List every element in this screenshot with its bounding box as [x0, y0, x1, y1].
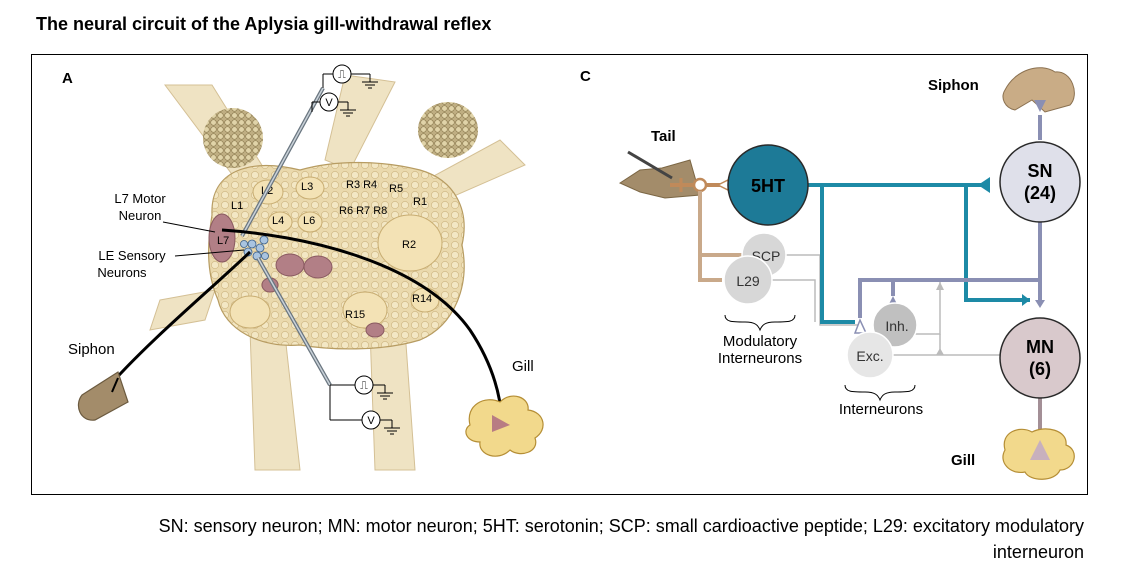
- cell-r2: [377, 214, 443, 272]
- figure-frame: [31, 54, 1088, 495]
- node-mn-label: MN: [1026, 337, 1054, 357]
- panel-c: C Tail: [580, 67, 1081, 480]
- label-l7-motor-line1: L7 Motor: [114, 191, 166, 206]
- label-c-siphon: Siphon: [928, 77, 979, 94]
- label-a-gill: Gill: [512, 358, 534, 375]
- label-r5: R5: [389, 183, 403, 195]
- node-sn-count: (24): [1024, 183, 1056, 203]
- label-r3r4: R3 R4: [346, 179, 377, 191]
- brace-modulatory: [724, 314, 796, 332]
- node-5ht: [727, 144, 809, 226]
- siphon-illustration-a: [77, 371, 129, 421]
- pointer-l7: [162, 221, 216, 233]
- recording-apparatus-upper: [311, 64, 378, 117]
- label-l7-motor-line2: Neuron: [119, 208, 162, 223]
- voltmeter-icon-upper: V: [325, 97, 333, 109]
- node-sn: [999, 141, 1081, 223]
- label-c-gill: Gill: [951, 452, 975, 469]
- cell-red-1: [275, 253, 305, 277]
- sensory-neuron-pathways: [858, 115, 1042, 318]
- pointer-le: [174, 249, 245, 257]
- cell-l7: [208, 213, 236, 263]
- label-interneurons: Interneurons: [839, 401, 923, 418]
- brace-interneurons: [844, 384, 916, 402]
- cell-r15: [342, 291, 388, 329]
- panel-a-letter: A: [62, 70, 73, 87]
- electrode-upper: [240, 87, 325, 237]
- cell-lower-left: [229, 295, 271, 329]
- node-l29: [723, 255, 773, 305]
- siphon-sensory-axon: [108, 250, 252, 386]
- tail-probe: [627, 150, 673, 180]
- right-cell-cluster: [418, 102, 478, 158]
- label-tail: Tail: [651, 128, 676, 145]
- cell-red-4: [365, 322, 385, 338]
- tail-illustration: [618, 159, 701, 199]
- node-sn-label: SN: [1027, 161, 1052, 181]
- label-a-siphon: Siphon: [68, 341, 115, 358]
- label-l7: L7: [217, 235, 229, 247]
- cell-red-2: [303, 255, 333, 279]
- cell-l6: [297, 211, 323, 233]
- gill-motor-axon: [221, 228, 504, 421]
- label-r14: R14: [412, 293, 432, 305]
- node-mn-count: (6): [1029, 359, 1051, 379]
- recording-apparatus-lower: [329, 375, 400, 435]
- node-exc: [846, 331, 894, 379]
- label-le-sensory-line1: LE Sensory: [98, 248, 166, 263]
- label-modulatory-line2: Interneurons: [718, 350, 802, 367]
- voltmeter-icon-lower: V: [367, 415, 375, 427]
- node-mn: [999, 317, 1081, 399]
- cell-l4: [267, 211, 293, 233]
- node-exc-label: Exc.: [856, 348, 883, 364]
- stimulator-icon-lower: ⎍: [360, 380, 368, 392]
- electrode-lower: [256, 257, 332, 386]
- stimulator-icon-upper: ⎍: [338, 69, 346, 81]
- cell-l3: [295, 176, 325, 200]
- node-l29-label: L29: [736, 273, 760, 289]
- label-le-sensory-line2: Neurons: [97, 265, 147, 280]
- siphon-illustration-c: [1002, 67, 1075, 113]
- serotonin-pathways: [808, 183, 1030, 324]
- l29-output-path: [770, 279, 816, 322]
- left-cell-cluster: [203, 108, 263, 168]
- figure-title: The neural circuit of the Aplysia gill-w…: [36, 14, 492, 34]
- label-l1: L1: [231, 200, 243, 212]
- label-r15: R15: [345, 309, 365, 321]
- abdominal-ganglion: [208, 161, 465, 350]
- label-l6: L6: [303, 215, 315, 227]
- label-l3: L3: [301, 181, 313, 193]
- label-modulatory-line1: Modulatory: [723, 333, 798, 350]
- panel-c-letter: C: [580, 68, 591, 85]
- figure-caption: SN: sensory neuron; MN: motor neuron; 5H…: [158, 516, 1084, 562]
- label-r6r7r8: R6 R7 R8: [339, 205, 387, 217]
- panel-a: A: [62, 64, 544, 471]
- label-r1: R1: [413, 196, 427, 208]
- tail-to-modulatory-path: [698, 191, 742, 282]
- label-l4: L4: [272, 215, 284, 227]
- label-r2: R2: [402, 239, 416, 251]
- node-inh-label: Inh.: [885, 318, 908, 334]
- node-5ht-label: 5HT: [751, 176, 785, 196]
